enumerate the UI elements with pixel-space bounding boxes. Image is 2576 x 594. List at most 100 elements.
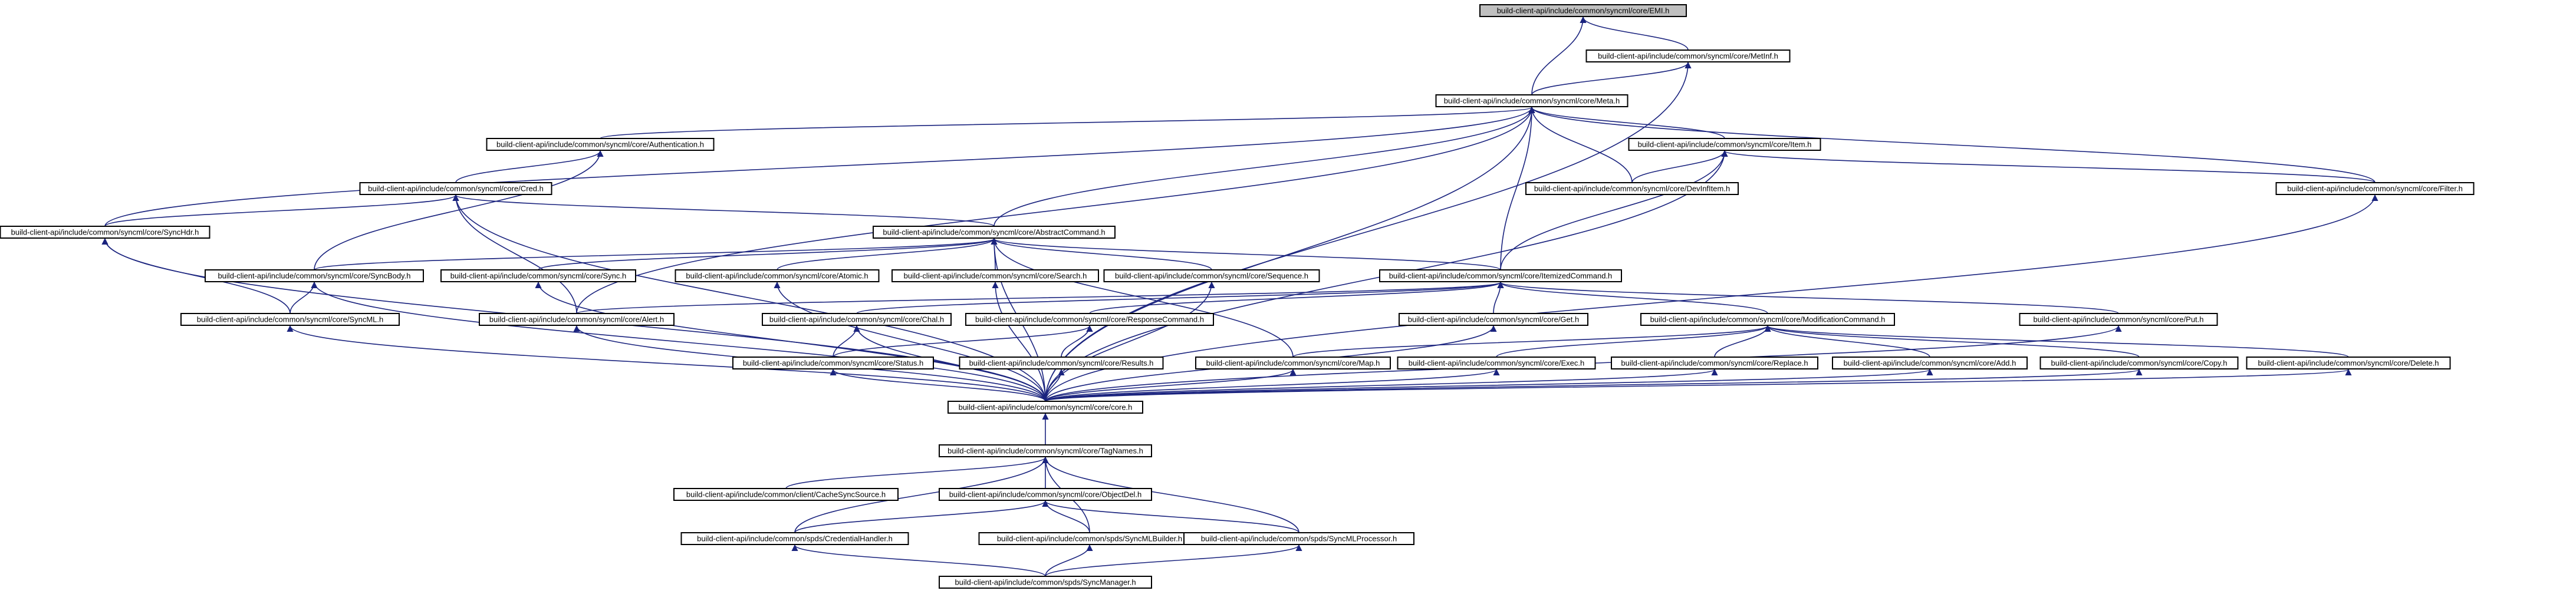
edge-SyncML-to-SyncBody	[289, 281, 318, 314]
node-box	[732, 357, 934, 369]
edge-Filter-to-Meta	[1528, 106, 2376, 183]
node-dev-inf-item[interactable]: build-client-api/include/common/syncml/c…	[1525, 182, 1739, 195]
node-modification-command[interactable]: build-client-api/include/common/syncml/c…	[1640, 313, 1895, 326]
node-sync-body[interactable]: build-client-api/include/common/syncml/c…	[205, 269, 424, 282]
node-label: build-client-api/include/common/spds/Syn…	[1201, 534, 1397, 543]
node-core[interactable]: build-client-api/include/common/syncml/c…	[948, 401, 1143, 414]
edge-Alert-to-ItemizedCommand	[576, 281, 1504, 314]
node-copy[interactable]: build-client-api/include/common/syncml/c…	[2039, 357, 2239, 369]
node-get[interactable]: build-client-api/include/common/syncml/c…	[1399, 313, 1588, 326]
node-label: build-client-api/include/common/syncml/c…	[489, 315, 664, 324]
node-box	[1195, 357, 1391, 369]
edge-core-to-Copy	[1045, 368, 2142, 402]
node-response-command[interactable]: build-client-api/include/common/syncml/c…	[965, 313, 1214, 326]
node-sync-hdr[interactable]: build-client-api/include/common/syncml/c…	[0, 226, 210, 239]
node-chal[interactable]: build-client-api/include/common/syncml/c…	[762, 313, 952, 326]
edge-Results-to-ResponseCommand	[1061, 325, 1093, 358]
node-label: build-client-api/include/common/syncml/c…	[1409, 359, 1584, 368]
edge-AbstractCommand-to-Meta	[993, 106, 1535, 227]
node-label: build-client-api/include/common/syncml/c…	[1598, 52, 1778, 61]
node-sequence[interactable]: build-client-api/include/common/syncml/c…	[1103, 269, 1320, 282]
edge-SyncHdr-to-Cred	[104, 194, 459, 227]
node-box	[1183, 532, 1414, 545]
node-met-inf[interactable]: build-client-api/include/common/syncml/c…	[1585, 50, 1791, 62]
node-abstract-command[interactable]: build-client-api/include/common/syncml/c…	[873, 226, 1116, 239]
node-tag-names[interactable]: build-client-api/include/common/syncml/c…	[939, 444, 1152, 457]
node-box	[762, 313, 952, 326]
edge-Atomic-to-AbstractCommand	[777, 237, 998, 270]
edge-ItemizedCommand-to-Meta	[1500, 106, 1535, 270]
edge-AbstractCommand-to-Cred	[452, 194, 995, 227]
node-authentication[interactable]: build-client-api/include/common/syncml/c…	[486, 138, 715, 151]
edge-Filter-to-Item	[1721, 150, 2376, 183]
node-label: build-client-api/include/common/syncml/c…	[1621, 359, 1808, 368]
node-add[interactable]: build-client-api/include/common/syncml/c…	[1832, 357, 2028, 369]
node-emi[interactable]: build-client-api/include/common/syncml/c…	[1479, 4, 1687, 17]
edge-Copy-to-ModificationCommand	[1764, 325, 2140, 358]
edge-Meta-to-MetInf	[1531, 61, 1692, 95]
edge-core-to-Sequence	[1045, 281, 1215, 402]
edge-DevInfItem-to-Meta	[1528, 106, 1633, 183]
node-item[interactable]: build-client-api/include/common/syncml/c…	[1628, 138, 1821, 151]
edge-SyncHdr-to-Meta	[104, 106, 1535, 227]
node-itemized-command[interactable]: build-client-api/include/common/syncml/c…	[1379, 269, 1622, 282]
node-map[interactable]: build-client-api/include/common/syncml/c…	[1195, 357, 1391, 369]
edge-Replace-to-ModificationCommand	[1714, 325, 1771, 358]
node-box	[486, 138, 715, 151]
node-status[interactable]: build-client-api/include/common/syncml/c…	[732, 357, 934, 369]
node-label: build-client-api/include/common/syncml/c…	[1844, 359, 2016, 368]
node-label: build-client-api/include/common/syncml/c…	[1534, 184, 1730, 193]
node-sync-manager[interactable]: build-client-api/include/common/spds/Syn…	[939, 576, 1152, 589]
edge-SyncBody-to-Authentication	[314, 150, 604, 270]
node-sync-mlbuilder[interactable]: build-client-api/include/common/spds/Syn…	[978, 532, 1201, 545]
node-credential-handler[interactable]: build-client-api/include/common/spds/Cre…	[680, 532, 909, 545]
node-label: build-client-api/include/common/syncml/c…	[948, 447, 1143, 456]
node-box	[2275, 182, 2475, 195]
node-search[interactable]: build-client-api/include/common/syncml/c…	[891, 269, 1099, 282]
node-meta[interactable]: build-client-api/include/common/syncml/c…	[1435, 94, 1628, 107]
node-sync-ml[interactable]: build-client-api/include/common/syncml/c…	[180, 313, 400, 326]
node-label: build-client-api/include/common/syncml/c…	[1638, 140, 1812, 149]
node-box	[873, 226, 1116, 239]
node-box	[1525, 182, 1739, 195]
node-sync[interactable]: build-client-api/include/common/syncml/c…	[440, 269, 636, 282]
edge-SyncMLBuilder-to-ObjectDel	[1042, 500, 1090, 533]
edge-Chal-to-ItemizedCommand	[856, 281, 1504, 314]
edge-Authentication-to-Meta	[600, 106, 1535, 139]
edge-DevInfItem-to-Item	[1631, 150, 1728, 183]
node-results[interactable]: build-client-api/include/common/syncml/c…	[959, 357, 1164, 369]
edge-core-to-Meta	[1045, 106, 1535, 402]
node-delete[interactable]: build-client-api/include/common/syncml/c…	[2246, 357, 2451, 369]
node-label: build-client-api/include/common/syncml/c…	[904, 272, 1087, 280]
node-exec[interactable]: build-client-api/include/common/syncml/c…	[1397, 357, 1596, 369]
node-box	[440, 269, 636, 282]
edge-SyncManager-to-SyncMLBuilder	[1045, 544, 1093, 577]
node-label: build-client-api/include/common/syncml/c…	[2051, 359, 2228, 368]
node-cache-sync-source[interactable]: build-client-api/include/common/client/C…	[673, 488, 899, 501]
node-label: build-client-api/include/common/syncml/c…	[218, 272, 410, 280]
node-cred[interactable]: build-client-api/include/common/syncml/c…	[359, 182, 552, 195]
node-box	[0, 226, 210, 239]
node-put[interactable]: build-client-api/include/common/syncml/c…	[2019, 313, 2218, 326]
edge-MetInf-to-EMI	[1580, 16, 1689, 51]
node-sync-mlprocessor[interactable]: build-client-api/include/common/spds/Syn…	[1183, 532, 1414, 545]
node-atomic[interactable]: build-client-api/include/common/syncml/c…	[675, 269, 880, 282]
edge-Status-to-ResponseCommand	[833, 325, 1093, 358]
node-box	[891, 269, 1099, 282]
node-object-del[interactable]: build-client-api/include/common/syncml/c…	[939, 488, 1152, 501]
node-label: build-client-api/include/common/client/C…	[686, 490, 886, 499]
node-box	[180, 313, 400, 326]
edge-Sync-to-AbstractCommand	[538, 237, 998, 270]
node-label: build-client-api/include/common/syncml/c…	[686, 272, 868, 280]
edge-ResponseCommand-to-ItemizedCommand	[1089, 281, 1504, 314]
node-filter[interactable]: build-client-api/include/common/syncml/c…	[2275, 182, 2475, 195]
node-alert[interactable]: build-client-api/include/common/syncml/c…	[479, 313, 675, 326]
node-replace[interactable]: build-client-api/include/common/syncml/c…	[1611, 357, 1818, 369]
node-box	[680, 532, 909, 545]
node-label: build-client-api/include/common/syncml/c…	[959, 403, 1133, 412]
node-box	[1479, 4, 1687, 17]
node-box	[479, 313, 675, 326]
edge-SyncManager-to-CredentialHandler	[791, 544, 1046, 577]
node-label: build-client-api/include/common/syncml/c…	[1444, 97, 1620, 105]
